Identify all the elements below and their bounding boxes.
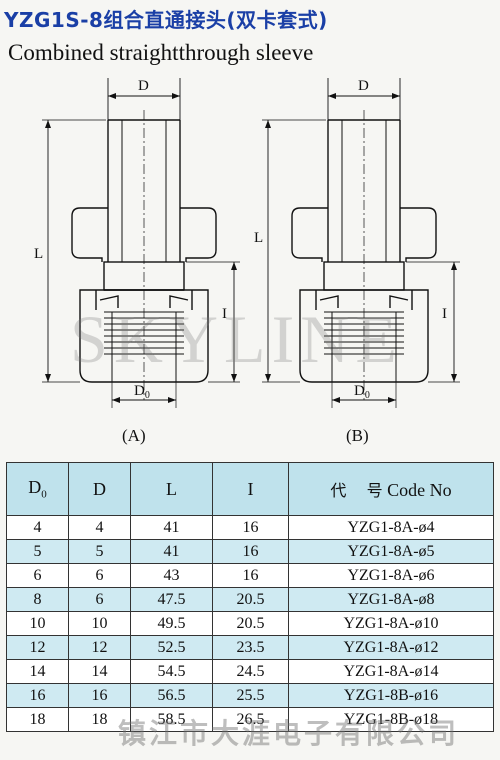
header-d: D — [68, 462, 131, 516]
cell-code: YZG1-8A-ø12 — [288, 635, 494, 660]
dim-label-l-b: L — [254, 230, 263, 246]
cell-d0: 4 — [6, 515, 69, 540]
cell-code: YZG1-8B-ø16 — [288, 683, 494, 708]
spec-table-header: D0 D L I 代 号 Code No — [6, 462, 494, 516]
cell-l: 41 — [130, 539, 213, 564]
cell-d: 12 — [68, 635, 131, 660]
cell-d0: 18 — [6, 707, 69, 732]
header-d0: D0 — [6, 462, 69, 516]
cell-i: 24.5 — [212, 659, 289, 684]
cell-code: YZG1-8A-ø4 — [288, 515, 494, 540]
cell-d0: 6 — [6, 563, 69, 588]
fitting-b-drawing — [262, 78, 460, 408]
cell-i: 20.5 — [212, 587, 289, 612]
cell-l: 52.5 — [130, 635, 213, 660]
cell-l: 47.5 — [130, 587, 213, 612]
cell-i: 16 — [212, 563, 289, 588]
cell-d: 14 — [68, 659, 131, 684]
cell-code: YZG1-8A-ø14 — [288, 659, 494, 684]
cell-i: 16 — [212, 539, 289, 564]
page-title-cn: YZG1S-8组合直通接头(双卡套式) — [4, 8, 328, 32]
page-title-en: Combined straightthrough sleeve — [8, 40, 314, 65]
cell-code: YZG1-8A-ø5 — [288, 539, 494, 564]
header-l: L — [130, 462, 213, 516]
cell-i: 23.5 — [212, 635, 289, 660]
cell-d: 18 — [68, 707, 131, 732]
cell-d: 4 — [68, 515, 131, 540]
cell-i: 20.5 — [212, 611, 289, 636]
header-i: I — [212, 462, 289, 516]
cell-d0: 16 — [6, 683, 69, 708]
cell-d: 5 — [68, 539, 131, 564]
cell-d: 10 — [68, 611, 131, 636]
cell-i: 25.5 — [212, 683, 289, 708]
cell-code: YZG1-8A-ø6 — [288, 563, 494, 588]
cell-d0: 12 — [6, 635, 69, 660]
dim-label-d0-b: D0 — [354, 383, 370, 401]
cell-d: 16 — [68, 683, 131, 708]
cell-i: 26.5 — [212, 707, 289, 732]
caption-a: (A) — [122, 426, 146, 445]
cell-d0: 10 — [6, 611, 69, 636]
dim-label-d-a: D — [138, 78, 149, 94]
dim-label-l-a: L — [34, 246, 43, 262]
dim-label-i-a: I — [222, 306, 227, 322]
cell-d: 6 — [68, 563, 131, 588]
caption-b: (B) — [346, 426, 369, 445]
cell-l: 49.5 — [130, 611, 213, 636]
dim-label-d0-a: D0 — [134, 383, 150, 401]
fitting-a-drawing — [42, 78, 240, 408]
cell-l: 58.5 — [130, 707, 213, 732]
cell-d0: 14 — [6, 659, 69, 684]
cell-d0: 8 — [6, 587, 69, 612]
cell-code: YZG1-8A-ø10 — [288, 611, 494, 636]
technical-drawing: D D L L I I D0 D0 — [34, 78, 460, 408]
cell-l: 43 — [130, 563, 213, 588]
dim-label-d-b: D — [358, 78, 369, 94]
cell-d0: 5 — [6, 539, 69, 564]
cell-l: 54.5 — [130, 659, 213, 684]
cell-i: 16 — [212, 515, 289, 540]
cell-code: YZG1-8A-ø8 — [288, 587, 494, 612]
cell-l: 41 — [130, 515, 213, 540]
cell-code: YZG1-8B-ø18 — [288, 707, 494, 732]
cell-d: 6 — [68, 587, 131, 612]
dim-label-i-b: I — [442, 306, 447, 322]
header-code: 代 号 Code No — [288, 462, 494, 516]
cell-l: 56.5 — [130, 683, 213, 708]
